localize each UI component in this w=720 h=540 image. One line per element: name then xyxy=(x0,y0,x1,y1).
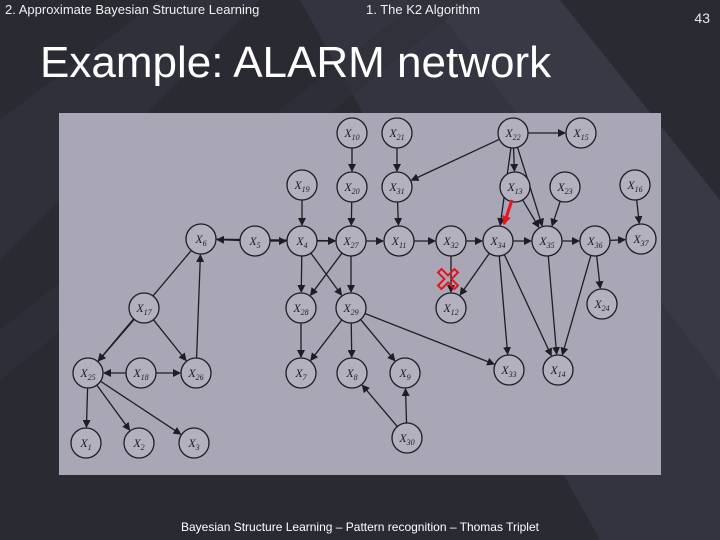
node-x20: X20 xyxy=(337,172,367,202)
node-x24: X24 xyxy=(587,289,617,319)
node-subscript: 6 xyxy=(203,239,207,248)
node-x14: X14 xyxy=(543,355,573,385)
node-x35: X35 xyxy=(532,226,562,256)
node-subscript: 22 xyxy=(513,133,521,142)
node-x6: X6 xyxy=(186,224,216,254)
node-subscript: 31 xyxy=(396,187,405,196)
node-subscript: 36 xyxy=(594,241,603,250)
node-x10: X10 xyxy=(337,118,367,148)
node-x18: X18 xyxy=(126,358,156,388)
node-subscript: 8 xyxy=(354,373,358,382)
node-x31: X31 xyxy=(382,172,412,202)
node-subscript: 9 xyxy=(407,373,411,382)
node-x15: X15 xyxy=(566,118,596,148)
node-subscript: 34 xyxy=(497,241,506,250)
node-x9: X9 xyxy=(390,358,420,388)
node-subscript: 14 xyxy=(558,370,566,379)
node-subscript: 18 xyxy=(141,373,149,382)
node-subscript: 24 xyxy=(602,304,610,313)
node-x30: X30 xyxy=(392,423,422,453)
node-subscript: 10 xyxy=(352,133,360,142)
node-subscript: 13 xyxy=(515,187,523,196)
edge-x31-x11 xyxy=(398,202,399,225)
node-x11: X11 xyxy=(384,226,414,256)
node-subscript: 3 xyxy=(195,443,200,452)
node-x21: X21 xyxy=(382,118,412,148)
edge-x4-x28 xyxy=(301,256,302,292)
node-x13: X13 xyxy=(500,172,530,202)
page-number: 43 xyxy=(694,10,710,26)
node-x27: X27 xyxy=(336,226,366,256)
node-subscript: 37 xyxy=(640,239,650,248)
node-subscript: 1 xyxy=(88,443,92,452)
node-subscript: 26 xyxy=(196,373,204,382)
node-x37: X37 xyxy=(626,224,656,254)
node-subscript: 16 xyxy=(635,185,643,194)
edge-x36-x37 xyxy=(610,240,625,241)
node-x3: X3 xyxy=(179,428,209,458)
footer-text: Bayesian Structure Learning – Pattern re… xyxy=(0,520,720,534)
node-subscript: 15 xyxy=(581,133,589,142)
node-x1: X1 xyxy=(71,428,101,458)
node-subscript: 21 xyxy=(397,133,405,142)
node-subscript: 17 xyxy=(144,308,153,317)
node-x32: X32 xyxy=(436,226,466,256)
node-subscript: 23 xyxy=(565,187,573,196)
node-x26: X26 xyxy=(181,358,211,388)
node-x36: X36 xyxy=(580,226,610,256)
node-x16: X16 xyxy=(620,170,650,200)
node-x25: X25 xyxy=(73,358,103,388)
node-x28: X28 xyxy=(286,293,316,323)
node-subscript: 5 xyxy=(257,241,261,250)
node-subscript: 32 xyxy=(450,241,459,250)
section-breadcrumb: 2. Approximate Bayesian Structure Learni… xyxy=(5,2,259,17)
node-x2: X2 xyxy=(124,428,154,458)
node-subscript: 25 xyxy=(88,373,96,382)
node-subscript: 12 xyxy=(451,308,459,317)
edge-x29-x8 xyxy=(351,323,352,357)
node-x4: X4 xyxy=(287,226,317,256)
node-subscript: 2 xyxy=(141,443,145,452)
node-x29: X29 xyxy=(336,293,366,323)
node-x12: X12 xyxy=(436,293,466,323)
node-subscript: 33 xyxy=(508,370,517,379)
edge-x22-x13 xyxy=(514,148,515,171)
node-x17: X17 xyxy=(129,293,159,323)
node-x8: X8 xyxy=(337,358,367,388)
node-x22: X22 xyxy=(498,118,528,148)
node-subscript: 28 xyxy=(301,308,309,317)
node-subscript: 20 xyxy=(352,187,360,196)
node-subscript: 19 xyxy=(302,185,310,194)
node-subscript: 27 xyxy=(351,241,360,250)
node-x23: X23 xyxy=(550,172,580,202)
node-subscript: 29 xyxy=(351,308,359,317)
node-x33: X33 xyxy=(494,355,524,385)
subsection-breadcrumb: 1. The K2 Algorithm xyxy=(366,2,480,17)
node-subscript: 30 xyxy=(406,438,415,447)
node-subscript: 4 xyxy=(304,241,308,250)
node-subscript: 35 xyxy=(546,241,555,250)
slide-title: Example: ALARM network xyxy=(40,38,551,88)
node-x7: X7 xyxy=(286,358,316,388)
node-x34: X34 xyxy=(483,226,513,256)
node-subscript: 11 xyxy=(399,241,406,250)
node-x19: X19 xyxy=(287,170,317,200)
node-x5: X5 xyxy=(240,226,270,256)
